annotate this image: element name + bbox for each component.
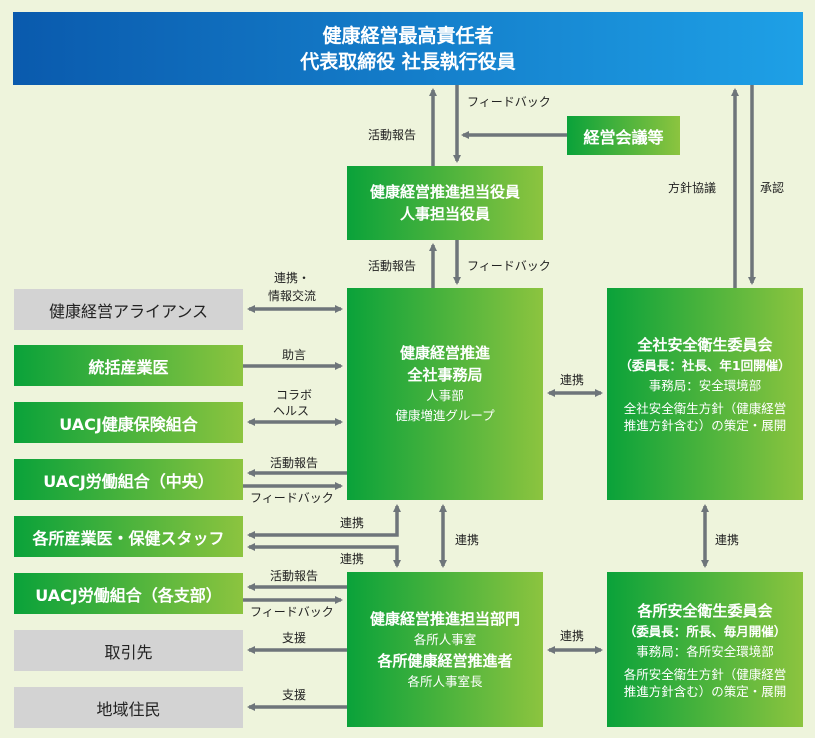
collabo-health-label-2: ヘルス bbox=[273, 404, 310, 418]
site-committee-policy-1: 各所安全衛生方針（健康経営 bbox=[623, 666, 787, 682]
collab-label: 連携 bbox=[340, 516, 365, 530]
partners-label: 取引先 bbox=[104, 642, 153, 662]
labor-union-branch-box: UACJ労働組合（各支部） bbox=[14, 573, 243, 614]
collab-label: 連携 bbox=[340, 552, 365, 566]
report-label: 活動報告 bbox=[270, 569, 319, 583]
collabo-health-label-1: コラボ bbox=[276, 388, 313, 402]
support-label: 支援 bbox=[282, 688, 307, 702]
site-committee-policy-2: 推進方針含む）の策定・展開 bbox=[623, 683, 787, 699]
feedback-label: フィードバック bbox=[467, 95, 551, 109]
officer-title: 健康経営推進担当役員 bbox=[369, 183, 520, 201]
office-title-2: 全社事務局 bbox=[407, 366, 483, 384]
approval-label: 承認 bbox=[760, 181, 785, 195]
support-label: 支援 bbox=[282, 631, 307, 645]
report-label: 活動報告 bbox=[368, 128, 417, 142]
site-safety-committee-box: 各所安全衛生委員会 （委員長：所長、毎月開催） 事務局：各所安全環境部各所安全衛生方… bbox=[607, 572, 803, 727]
union-branch-label: UACJ労働組合（各支部） bbox=[35, 585, 222, 605]
officer-subtitle: 人事担当役員 bbox=[399, 205, 490, 223]
company-office-box: 健康経営推進全社事務局人事部健康増進グループ bbox=[347, 288, 543, 500]
collab-label: 連携 bbox=[715, 533, 740, 547]
chief-position: 代表取締役 社長執行役員 bbox=[300, 50, 516, 73]
committee-policy-2: 推進方針含む）の策定・展開 bbox=[623, 418, 787, 433]
feedback-label: フィードバック bbox=[467, 259, 551, 273]
chief-physician-box: 統括産業医 bbox=[14, 345, 243, 386]
committee-title: 全社安全衛生委員会 bbox=[637, 336, 773, 354]
collab-info-label-1: 連携・ bbox=[274, 271, 311, 285]
office-dept: 人事部 bbox=[426, 388, 464, 403]
collab-label: 連携 bbox=[560, 373, 585, 387]
collab-info-label-2: 情報交流 bbox=[268, 289, 317, 303]
promotion-officer-box: 健康経営推進担当役員人事担当役員 bbox=[347, 166, 543, 240]
residents-label: 地域住民 bbox=[96, 699, 161, 719]
site-staff-label: 各所産業医・保健スタッフ bbox=[32, 528, 225, 548]
dept-title: 健康経営推進担当部門 bbox=[369, 609, 520, 628]
management-meeting-box: 経営会議等 bbox=[567, 116, 680, 155]
site-committee-secretariat: 事務局：各所安全環境部 bbox=[636, 643, 774, 659]
collab-label: 連携 bbox=[455, 533, 480, 547]
committee-secretariat: 事務局：安全環境部 bbox=[648, 378, 762, 393]
dept-sub: 各所人事室 bbox=[413, 631, 477, 647]
site-health-staff-box: 各所産業医・保健スタッフ bbox=[14, 516, 243, 557]
company-safety-committee-box: 全社安全衛生委員会 （委員長：社長、年1回開催） 事務局：安全環境部全社安全衛生方針… bbox=[607, 288, 803, 500]
meeting-label: 経営会議等 bbox=[583, 127, 664, 147]
committee-sub: （委員長：社長、年1回開催） bbox=[619, 358, 791, 373]
advice-label: 助言 bbox=[282, 348, 307, 362]
physician-label: 統括産業医 bbox=[88, 357, 169, 377]
office-title-1: 健康経営推進 bbox=[399, 344, 490, 362]
policy-discussion-label: 方針協議 bbox=[668, 181, 717, 195]
alliance-label: 健康経営アライアンス bbox=[48, 301, 209, 321]
dept-promoter-sub: 各所人事室長 bbox=[407, 673, 483, 689]
site-committee-sub: （委員長：所長、毎月開催） bbox=[623, 623, 787, 639]
dept-promoter: 各所健康経営推進者 bbox=[377, 651, 513, 670]
union-central-label: UACJ労働組合（中央） bbox=[43, 471, 214, 491]
business-partners-box: 取引先 bbox=[14, 630, 243, 671]
chief-health-officer-box: 健康経営最高責任者代表取締役 社長執行役員 bbox=[13, 12, 803, 85]
health-insurance-box: UACJ健康保険組合 bbox=[14, 402, 243, 443]
site-committee-title: 各所安全衛生委員会 bbox=[637, 601, 773, 620]
committee-policy-1: 全社安全衛生方針（健康経営 bbox=[623, 401, 787, 416]
labor-union-central-box: UACJ労働組合（中央） bbox=[14, 459, 243, 500]
insurance-label: UACJ健康保険組合 bbox=[59, 414, 198, 434]
office-group: 健康増進グループ bbox=[395, 408, 495, 423]
report-label: 活動報告 bbox=[368, 259, 417, 273]
alliance-box: 健康経営アライアンス bbox=[14, 289, 243, 330]
feedback-label: フィードバック bbox=[250, 491, 334, 505]
report-label: 活動報告 bbox=[270, 456, 319, 470]
promotion-dept-box: 健康経営推進担当部門各所人事室各所健康経営推進者各所人事室長 bbox=[347, 572, 543, 727]
collab-label: 連携 bbox=[560, 629, 585, 643]
feedback-label: フィードバック bbox=[250, 605, 334, 619]
local-residents-box: 地域住民 bbox=[14, 687, 243, 728]
chief-title: 健康経営最高責任者 bbox=[322, 24, 494, 47]
